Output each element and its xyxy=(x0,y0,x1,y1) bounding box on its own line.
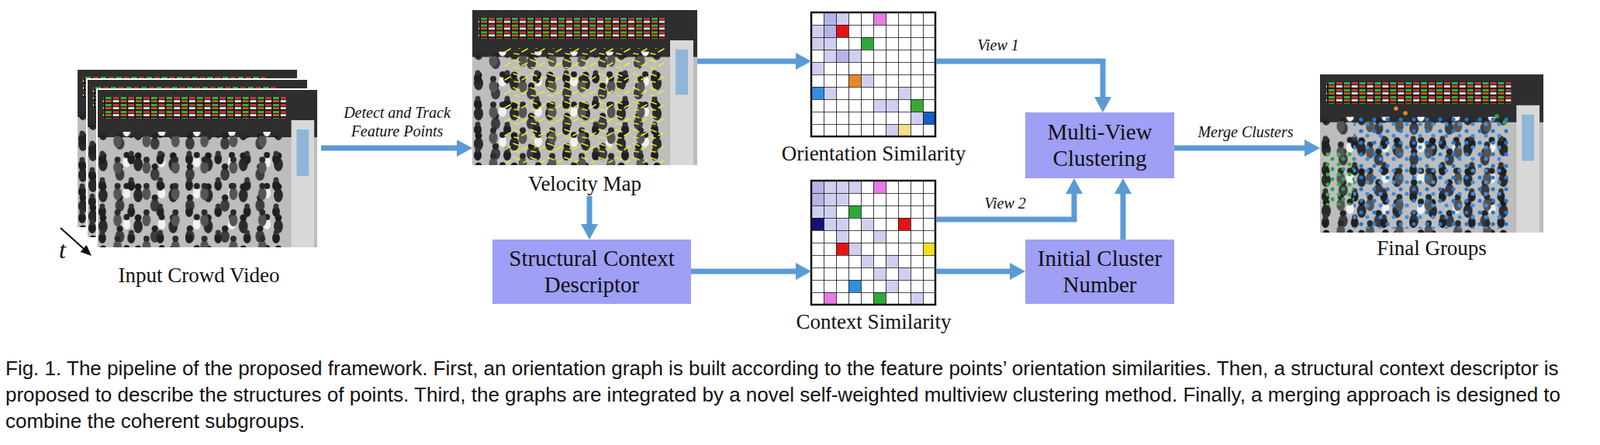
arrow-line xyxy=(936,269,1012,275)
final-groups-image xyxy=(1320,74,1544,233)
group-dot xyxy=(1403,110,1408,116)
edge-label: View 1 xyxy=(974,35,1022,55)
arrow-head xyxy=(580,224,598,240)
matrix-node: Orientation Similarity xyxy=(811,12,937,137)
axis-symbol: t xyxy=(58,237,66,263)
group-points xyxy=(1323,151,1355,206)
process-box: Initial Cluster Number xyxy=(1025,239,1175,305)
arrow-line xyxy=(691,269,798,275)
flow-arrow xyxy=(936,61,1112,113)
arrow-line xyxy=(697,58,798,65)
flow-arrow xyxy=(697,52,812,70)
matrix-grid xyxy=(811,12,936,137)
context-matrix xyxy=(811,180,936,305)
process-box: Multi-View Clustering xyxy=(1025,112,1175,179)
arrow-line xyxy=(1120,192,1127,240)
arrow-head xyxy=(795,262,812,280)
arrow-line xyxy=(321,145,459,152)
box-label: Initial Cluster Number xyxy=(1031,245,1169,298)
node-label: Context Similarity xyxy=(795,309,951,335)
video-node: Input Crowd Video xyxy=(76,69,322,288)
box-label: Structural Context Descriptor xyxy=(498,245,685,298)
figure-caption: Fig. 1. The pipeline of the proposed fra… xyxy=(5,355,1596,435)
group-dot xyxy=(1494,114,1500,119)
matrix-grid xyxy=(811,180,936,305)
arrow-head xyxy=(1094,96,1112,113)
group-points xyxy=(1353,116,1509,229)
matrix-ground xyxy=(811,180,936,305)
edge-label: Merge Clusters xyxy=(1195,122,1296,142)
velocity-frame xyxy=(472,10,698,166)
flow-arrow xyxy=(1174,139,1321,157)
groups-frame xyxy=(1320,74,1544,233)
arrow-line xyxy=(936,61,1103,99)
arrow-line xyxy=(1174,145,1307,152)
group-dot xyxy=(1502,120,1507,125)
node-label: Input Crowd Video xyxy=(76,262,322,288)
arrow-head xyxy=(1065,178,1083,194)
input-video-frames xyxy=(76,69,318,249)
arrow-head xyxy=(795,52,812,70)
matrix-border xyxy=(811,12,936,137)
edge-label: Detect and Track Feature Points xyxy=(328,103,466,141)
process-box: Structural Context Descriptor xyxy=(492,239,692,305)
node-label: Orientation Similarity xyxy=(781,141,967,166)
arrow-head xyxy=(1009,262,1026,280)
flow-arrow xyxy=(691,262,812,280)
node-label: Velocity Map xyxy=(472,171,698,197)
frame-border xyxy=(96,89,318,249)
flow-arrow xyxy=(1114,178,1132,240)
velocity-field xyxy=(504,48,667,163)
flow-arrow xyxy=(936,178,1083,220)
matrix-ground xyxy=(811,12,936,137)
image-node: Velocity Map xyxy=(472,10,698,197)
time-arrow-head xyxy=(80,245,92,256)
arrow-head xyxy=(1114,178,1132,194)
velocity-map-image xyxy=(472,10,698,166)
edge-label: View 2 xyxy=(981,193,1029,213)
box-label: Multi-View Clustering xyxy=(1031,119,1169,172)
image-node: Final Groups xyxy=(1320,74,1544,261)
video-frame xyxy=(96,89,318,249)
flow-arrow xyxy=(321,139,473,157)
node-label: Final Groups xyxy=(1320,235,1544,261)
flow-arrow xyxy=(580,196,598,240)
arrow-line xyxy=(936,192,1075,220)
flow-arrow xyxy=(936,262,1026,280)
arrow-head xyxy=(1304,139,1321,157)
group-dot xyxy=(1393,106,1399,111)
orientation-matrix xyxy=(811,12,936,137)
matrix-node: Context Similarity xyxy=(811,180,937,305)
arrow-line xyxy=(587,196,593,226)
matrix-border xyxy=(811,180,936,305)
arrow-head xyxy=(456,139,473,157)
